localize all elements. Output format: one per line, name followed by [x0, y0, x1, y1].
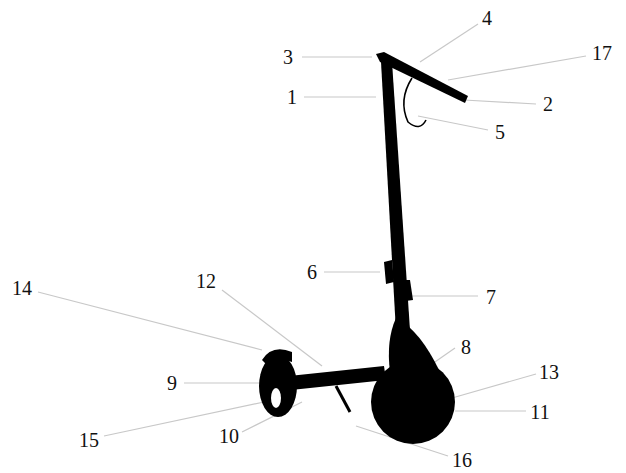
callout-number: 15 — [79, 430, 99, 450]
callout-number: 14 — [12, 278, 32, 298]
scooter-lines — [336, 78, 426, 412]
rear-hub — [271, 388, 281, 408]
scooter-body — [259, 52, 468, 444]
callout-number: 9 — [167, 373, 177, 393]
callout-number: 4 — [482, 8, 492, 28]
callout-number: 7 — [486, 287, 496, 307]
callout-number: 8 — [461, 337, 471, 357]
callout-number: 6 — [307, 262, 317, 282]
leader-lines — [38, 24, 586, 456]
callout-number: 13 — [539, 362, 559, 382]
callout-number: 5 — [495, 122, 505, 142]
callout-number: 17 — [592, 43, 612, 63]
callout-number: 3 — [283, 47, 293, 67]
callout-number: 10 — [219, 426, 239, 446]
callout-number: 1 — [287, 87, 297, 107]
callout-number: 2 — [543, 94, 553, 114]
callout-number: 12 — [196, 271, 216, 291]
callout-number: 16 — [452, 450, 472, 470]
callout-number: 11 — [530, 402, 549, 422]
